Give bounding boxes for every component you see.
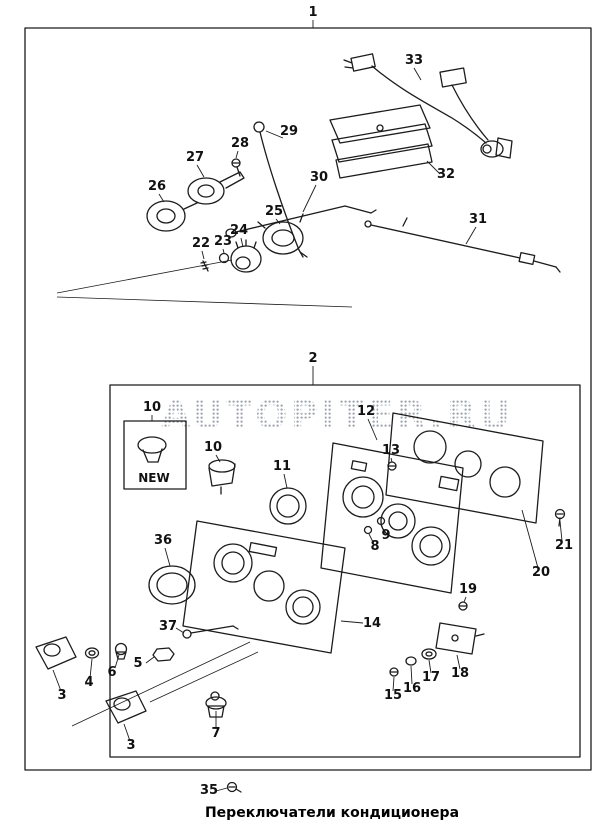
figure-caption: Переключатели кондиционера: [205, 805, 459, 821]
part-label-19: 19: [459, 582, 477, 597]
screw-28: [231, 158, 241, 177]
part-label-32: 32: [437, 167, 455, 182]
screw-19: [458, 601, 468, 611]
new-badge: NEW: [138, 471, 169, 485]
part-label-13: 13: [382, 443, 400, 458]
part-label-26: 26: [148, 179, 166, 194]
leader-lines: [52, 20, 563, 792]
part-label-28: 28: [231, 136, 249, 151]
screw-8: [363, 525, 373, 535]
cable-37: [182, 625, 239, 639]
bulb-holder-7: [205, 691, 227, 718]
lever-27: [187, 171, 245, 205]
assembly-connect-lines: [71, 641, 259, 727]
part-label-22: 22: [192, 236, 210, 251]
part-label-3a: 3: [57, 688, 66, 703]
bulb-6: [114, 642, 128, 660]
part-label-5: 5: [133, 656, 142, 671]
part-label-10a: 10: [143, 400, 161, 415]
knob-24: [230, 239, 262, 273]
part-label-1: 1: [308, 5, 317, 20]
part-label-30: 30: [310, 170, 328, 185]
nut-5: [152, 647, 175, 662]
part-callouts: 1 33 29 28 27 30 32 26 25 31 22 23 24 2 …: [57, 5, 573, 798]
watermark-text: AUTOPITER.RU: [161, 393, 513, 437]
part-label-16: 16: [403, 681, 421, 696]
part-label-9: 9: [381, 528, 390, 543]
part-label-25: 25: [265, 204, 283, 219]
switch-25: [257, 221, 308, 258]
part-label-12: 12: [357, 404, 375, 419]
part-label-23: 23: [214, 234, 232, 249]
screw-35: [226, 781, 242, 793]
part-label-3b: 3: [126, 738, 135, 753]
screw-13: [387, 461, 397, 471]
part-label-14: 14: [363, 616, 381, 631]
screw-21: [554, 508, 566, 527]
part-label-21: 21: [555, 538, 573, 553]
cable-30: [225, 205, 377, 238]
pointer-lines: [56, 259, 353, 308]
front-panel-14: [182, 520, 346, 654]
wiring-harness-33: [343, 53, 513, 159]
cable-29: [253, 121, 304, 258]
part-label-20: 20: [532, 565, 550, 580]
part-label-27: 27: [186, 150, 204, 165]
cable-31: [364, 217, 561, 273]
part-label-17: 17: [422, 670, 440, 685]
new-option-box: NEW: [123, 420, 187, 490]
screw-9: [376, 516, 386, 526]
part-label-37: 37: [159, 619, 177, 634]
knob-26: [146, 200, 198, 232]
part-label-29: 29: [280, 124, 298, 139]
part-label-24: 24: [230, 223, 248, 238]
part-label-10b: 10: [204, 440, 222, 455]
part-label-7: 7: [211, 726, 220, 741]
mid-panel-12: [320, 442, 464, 594]
knob-10: [208, 459, 236, 495]
lamp-3-lower: [105, 690, 147, 724]
part-label-2: 2: [308, 351, 317, 366]
part-label-11: 11: [273, 459, 291, 474]
part-label-31: 31: [469, 212, 487, 227]
control-module-32: [329, 104, 433, 179]
part-label-6: 6: [107, 665, 116, 680]
outer-frame: [24, 27, 592, 771]
grommet-16: [405, 656, 417, 666]
bushing-17: [421, 648, 437, 660]
part-label-8: 8: [370, 539, 379, 554]
lamp-3-left: [35, 636, 77, 670]
switch-18: [435, 622, 485, 655]
grommet-4: [84, 647, 100, 659]
inner-frame: [109, 384, 581, 758]
bezel-36: [148, 565, 196, 605]
part-label-4: 4: [84, 675, 93, 690]
bezel-11: [269, 487, 307, 525]
part-label-35: 35: [200, 783, 218, 798]
part-label-15: 15: [384, 688, 402, 703]
ring-23: [218, 252, 230, 264]
screw-15: [389, 667, 399, 677]
part-label-18: 18: [451, 666, 469, 681]
part-label-36: 36: [154, 533, 172, 548]
part-label-33: 33: [405, 53, 423, 68]
